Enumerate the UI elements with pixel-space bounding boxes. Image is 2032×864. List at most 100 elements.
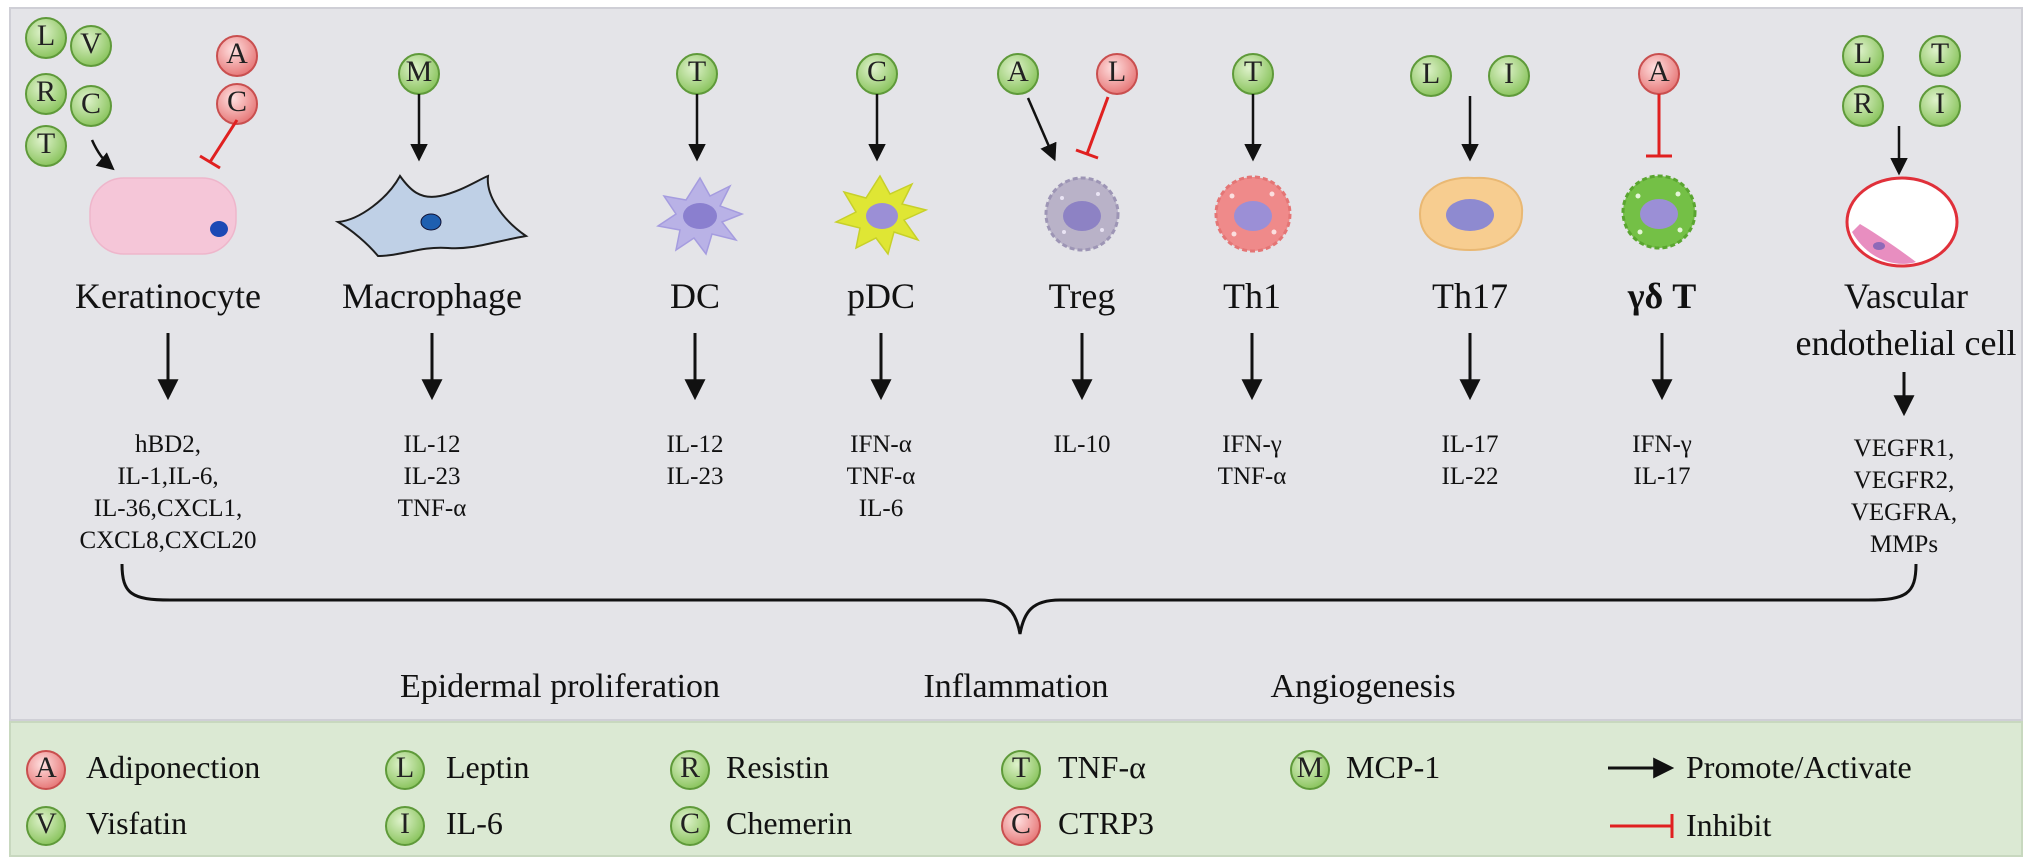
vec-promoter-badge-1-circle (1842, 35, 1884, 77)
th17-product-2: IL-22 (1442, 463, 1499, 490)
product-layer: hBD2, IL-1,IL-6, IL-36,CXCL1, CXCL8,CXCL… (79, 431, 1957, 558)
outcome-epidermal-proliferation: Epidermal proliferation (400, 668, 720, 705)
main-panel (9, 7, 2023, 721)
legend-badge-ctrp3-letter: C (1011, 807, 1031, 840)
outcome-layer: Epidermal proliferation Inflammation Ang… (400, 668, 1456, 705)
legend-badge-tnf--circle (1001, 750, 1041, 790)
legend-label-leptin: Leptin (446, 749, 530, 785)
dc-promoter-badge-1-letter: T (688, 55, 706, 88)
vec-promoter-badge-3-circle (1842, 85, 1884, 127)
legend-label-chemerin: Chemerin (726, 805, 852, 841)
treg-promoter-badge-1-circle (997, 53, 1039, 95)
keratinocyte-promoter-badge-3-letter: R (36, 75, 56, 108)
keratinocyte-inhibitor-badge-1: A (216, 35, 258, 77)
pdc-promoter-badge-1: C (856, 53, 898, 95)
vec-promoter-badge-1-letter: L (1854, 37, 1872, 70)
gdt-label: γδ T (1627, 276, 1697, 316)
dc-label: DC (670, 276, 720, 316)
legend-label-resistin: Resistin (726, 749, 829, 785)
vec-label-line2: endothelial cell (1796, 323, 2017, 363)
th1-cell-icon (1214, 175, 1292, 253)
legend-badge-adiponection-circle (26, 750, 66, 790)
legend-badge-adiponection: A (26, 750, 66, 790)
vec-promoter-badge-4: I (1919, 85, 1961, 127)
dc-product-2: IL-23 (667, 463, 724, 490)
legend-badge-tnf--letter: T (1012, 751, 1030, 784)
keratinocyte-inhibitor-badge-1-circle (216, 35, 258, 77)
keratinocyte-promoter-badge-2: V (70, 25, 112, 67)
macrophage-promoter-badge-1-letter: M (406, 55, 433, 88)
dc-product-1: IL-12 (667, 431, 724, 458)
outcome-angiogenesis: Angiogenesis (1270, 668, 1455, 705)
vascular-endothelial-cell-icon (1845, 176, 1959, 268)
vec-product-4: MMPs (1870, 531, 1938, 558)
th1-promoter-badge-1: T (1232, 53, 1274, 95)
keratinocyte-inhibitor-badge-2: C (216, 83, 258, 125)
keratinocyte-promoter-badge-1-letter: L (37, 19, 55, 52)
treg-inhibit-bar (1075, 148, 1099, 160)
legend-badge-il-6-letter: I (400, 807, 410, 840)
th17-label: Th17 (1432, 276, 1508, 316)
legend-badge-adiponection-letter: A (35, 751, 57, 784)
th17-promoter-badge-1: L (1410, 55, 1452, 97)
th1-promoter-badge-1-letter: T (1244, 55, 1262, 88)
keratinocyte-inhibitor-badge-1-letter: A (226, 37, 248, 70)
treg-inhibitor-badge-1: L (1096, 53, 1138, 95)
vec-product-1: VEGFR1, (1854, 435, 1955, 462)
keratinocyte-product-3: IL-36,CXCL1, (94, 495, 243, 522)
legend-label-tnfa: TNF-α (1058, 749, 1146, 785)
legend-badge-mcp-1: M (1290, 750, 1330, 790)
legend-badge-chemerin-letter: C (680, 807, 700, 840)
th17-promoter-badge-1-letter: L (1422, 57, 1440, 90)
cell-arrow-layer (90, 94, 1908, 176)
vec-product-3: VEGFRA, (1851, 499, 1957, 526)
legend-badge-resistin: R (670, 750, 710, 790)
th17-product-1: IL-17 (1442, 431, 1499, 458)
legend-badge-mcp-1-letter: M (1297, 751, 1324, 784)
legend-badge-ctrp3-circle (1001, 806, 1041, 846)
gdt-inhibitor-badge-1: A (1638, 53, 1680, 95)
keratinocyte-inhibitor-badge-2-letter: C (227, 85, 247, 118)
dc-promoter-badge-1: T (676, 53, 718, 95)
cell-layer (89, 174, 1959, 268)
keratinocyte-inhibit-bar (199, 154, 221, 170)
pdc-cell-icon (833, 174, 929, 256)
keratinocyte-promoter-badge-4-letter: C (81, 87, 101, 120)
vec-promoter-badge-4-letter: I (1935, 87, 1945, 120)
dc-cell-icon (656, 176, 745, 256)
legend-badge-il-6-circle (385, 806, 425, 846)
legend-promote-label: Promote/Activate (1686, 749, 1912, 785)
outcome-inflammation: Inflammation (923, 668, 1108, 705)
keratinocyte-promoter-badge-4-circle (70, 85, 112, 127)
gdt-product-2: IL-17 (1634, 463, 1691, 490)
th1-product-2: TNF-α (1218, 463, 1287, 490)
treg-cell-icon (1044, 176, 1120, 252)
legend-label-adiponection: Adiponection (86, 749, 260, 785)
vec-promoter-badge-1: L (1842, 35, 1884, 77)
treg-label: Treg (1049, 276, 1116, 316)
keratinocyte-promoter-badge-2-letter: V (80, 27, 102, 60)
vec-promoter-badge-2-circle (1919, 35, 1961, 77)
th17-promoter-badge-2-letter: I (1504, 57, 1514, 90)
keratinocyte-promoter-badge-5-letter: T (37, 127, 55, 160)
keratinocyte-promote-arrow (90, 139, 115, 171)
legend-inhibit-label: Inhibit (1686, 807, 1771, 843)
keratinocyte-inhibitor-badge-2-circle (216, 83, 258, 125)
keratinocyte-cell-icon (89, 177, 237, 255)
keratinocyte-promoter-badge-1-circle (25, 17, 67, 59)
macrophage-product-1: IL-12 (404, 431, 461, 458)
legend-badge-chemerin-circle (670, 806, 710, 846)
pdc-product-3: IL-6 (859, 495, 903, 522)
vec-promoter-badge-4-circle (1919, 85, 1961, 127)
macrophage-promoter-badge-1: M (398, 53, 440, 95)
treg-inhibitor-badge-1-letter: L (1108, 55, 1126, 88)
cell-name-layer: Keratinocyte Macrophage DC pDC Treg Th1 … (75, 276, 2016, 363)
legend-badge-leptin-letter: L (396, 751, 414, 784)
macrophage-cell-icon (334, 174, 529, 258)
legend-label-visfatin: Visfatin (86, 805, 187, 841)
